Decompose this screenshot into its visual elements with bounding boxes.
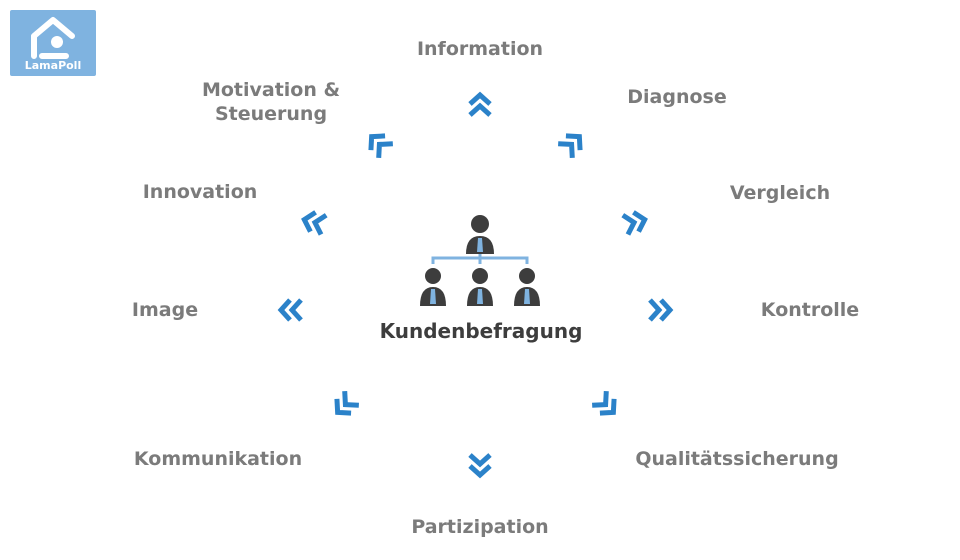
- chevron-kontrolle-icon: [644, 293, 678, 327]
- label-qualitaetssicherung: Qualitätssicherung: [635, 448, 839, 470]
- label-information: Information: [416, 38, 544, 60]
- lamapoll-logo: LamaPoll: [10, 10, 96, 76]
- chevron-innovation-icon: [292, 201, 334, 243]
- chevron-motivation-steuerung-icon: [354, 119, 402, 167]
- chevron-image-icon: [273, 293, 307, 327]
- label-kontrolle: Kontrolle: [760, 299, 860, 321]
- label-image: Image: [131, 299, 199, 321]
- chevron-information-icon: [463, 87, 497, 121]
- center-title: Kundenbefragung: [379, 319, 583, 343]
- label-vergleich: Vergleich: [729, 182, 831, 204]
- chevron-partizipation-icon: [463, 449, 497, 483]
- lamapoll-logo-icon: [31, 17, 75, 59]
- chevron-kommunikation-icon: [320, 382, 368, 430]
- person-icon-left: [420, 268, 446, 306]
- chevron-vergleich-icon: [615, 201, 657, 243]
- logo-text: LamaPoll: [24, 59, 82, 72]
- label-innovation: Innovation: [142, 181, 258, 203]
- person-icon-top: [466, 215, 494, 254]
- label-partizipation: Partizipation: [411, 516, 549, 538]
- person-icon-right: [514, 268, 540, 306]
- person-icon-middle: [467, 268, 493, 306]
- chevron-qualitaetssicherung-icon: [583, 382, 631, 430]
- chevron-diagnose-icon: [549, 119, 597, 167]
- label-kommunikation: Kommunikation: [133, 448, 303, 470]
- label-motivation-steuerung: Motivation & Steuerung: [201, 79, 341, 125]
- org-chart-icon: [420, 215, 540, 306]
- label-diagnose: Diagnose: [627, 86, 727, 108]
